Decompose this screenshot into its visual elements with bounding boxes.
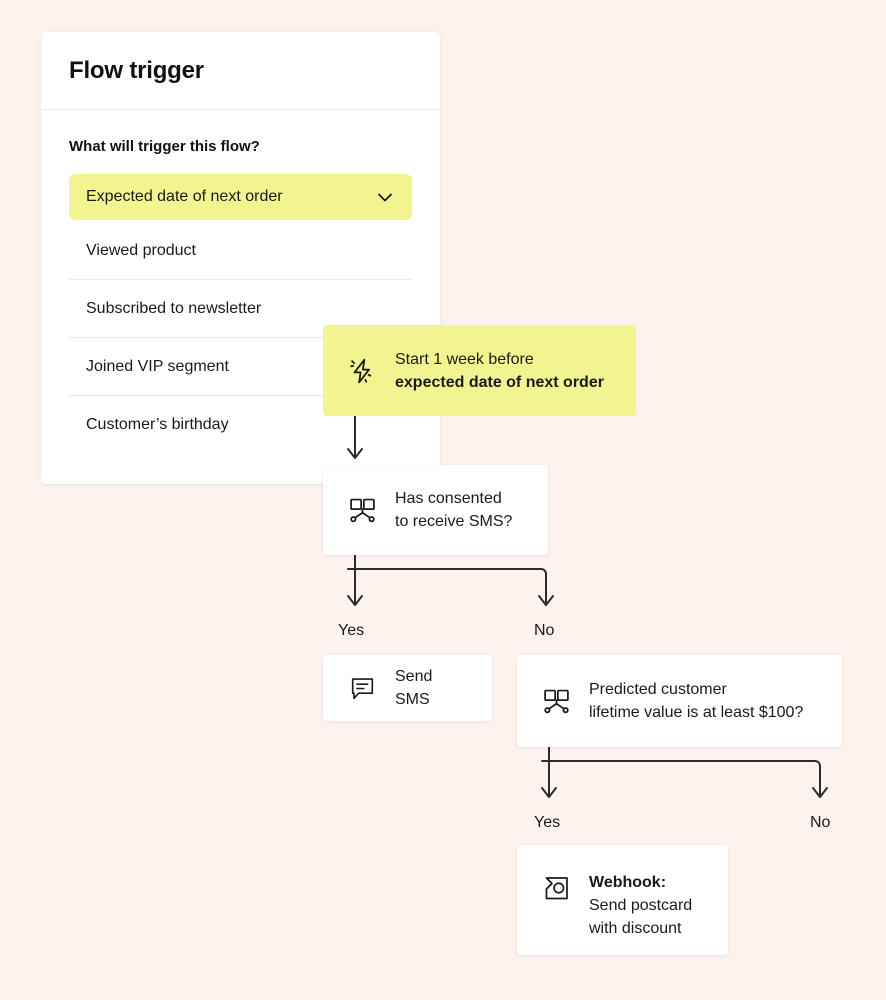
- flow-node-webhook-text: Webhook: Send postcard with discount: [589, 871, 692, 940]
- branch-label-no-sms: No: [534, 622, 555, 639]
- clv-line-1: Predicted customer: [589, 681, 727, 698]
- flow-node-webhook[interactable]: Webhook: Send postcard with discount: [517, 845, 728, 955]
- branch-split-icon: [345, 493, 379, 527]
- speech-bubble-icon: [345, 671, 379, 705]
- webhook-line-2: Send postcard: [589, 897, 693, 914]
- sms-consent-line-1: Has consented: [395, 490, 502, 507]
- trigger-line-2: expected date of next order: [395, 373, 604, 391]
- panel-header: Flow trigger: [41, 32, 440, 110]
- webhook-line-1: Webhook:: [589, 874, 667, 891]
- branch-label-yes-sms: Yes: [338, 622, 365, 639]
- lightning-bolt-icon: [345, 354, 379, 388]
- panel-body: What will trigger this flow? Expected da…: [41, 110, 440, 454]
- flow-trigger-panel: Flow trigger What will trigger this flow…: [41, 32, 440, 484]
- branch-label-no-clv: No: [810, 814, 831, 831]
- trigger-line-1: Start 1 week before: [395, 350, 534, 368]
- trigger-option-customers-birthday[interactable]: Customer’s birthday: [86, 416, 229, 433]
- trigger-option-list: Viewed product Subscribed to newsletter …: [69, 220, 412, 454]
- page-title: Flow trigger: [69, 56, 204, 84]
- connector-sms-consent-branch: [338, 554, 568, 617]
- flow-node-sms-consent[interactable]: Has consented to receive SMS?: [323, 465, 548, 555]
- webhook-icon: [539, 871, 573, 905]
- trigger-select[interactable]: Expected date of next order: [69, 174, 412, 220]
- flow-node-send-sms[interactable]: Send SMS: [323, 655, 492, 721]
- flow-node-predicted-clv-text: Predicted customer lifetime value is at …: [589, 678, 803, 724]
- trigger-option-joined-vip-segment[interactable]: Joined VIP segment: [69, 338, 412, 396]
- branch-label-yes-clv: Yes: [534, 814, 561, 831]
- trigger-option-viewed-product[interactable]: Viewed product: [69, 222, 412, 280]
- webhook-line-3: with discount: [589, 920, 682, 937]
- flow-node-sms-consent-text: Has consented to receive SMS?: [395, 487, 512, 533]
- branch-split-icon: [539, 684, 573, 718]
- clv-line-2: lifetime value is at least $100?: [589, 704, 804, 721]
- trigger-select-value: Expected date of next order: [86, 188, 283, 205]
- trigger-option-subscribed-newsletter[interactable]: Subscribed to newsletter: [69, 280, 412, 338]
- connector-trigger-to-sms-consent: [338, 415, 372, 466]
- flow-node-send-sms-text: Send SMS: [395, 668, 433, 708]
- sms-consent-line-2: to receive SMS?: [395, 513, 513, 530]
- trigger-question-label: What will trigger this flow?: [69, 138, 260, 155]
- chevron-down-icon: [375, 187, 395, 207]
- flow-node-trigger-text: Start 1 week before expected date of nex…: [395, 348, 604, 394]
- flow-node-trigger[interactable]: Start 1 week before expected date of nex…: [323, 325, 636, 416]
- connector-clv-branch: [532, 746, 842, 809]
- flow-node-predicted-clv[interactable]: Predicted customer lifetime value is at …: [517, 655, 842, 747]
